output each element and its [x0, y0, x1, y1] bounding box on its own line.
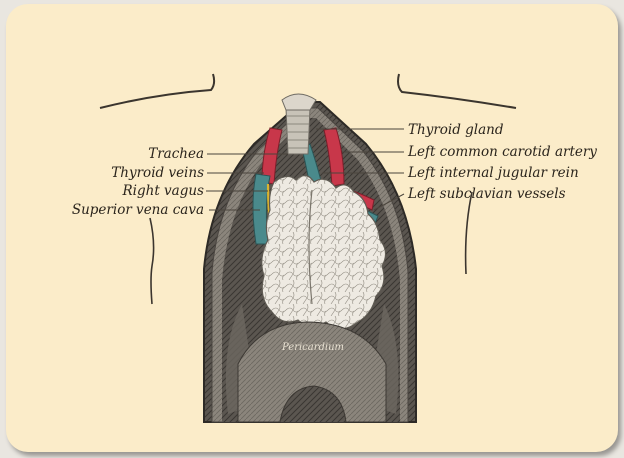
- label-trachea: Trachea: [148, 146, 204, 162]
- label-right-vagus: Right vagus: [123, 183, 204, 199]
- thymus-anatomy-illustration: [6, 4, 618, 452]
- trachea: [286, 108, 310, 154]
- right-arm-outline: [466, 192, 472, 274]
- label-left-common-carotid-artery: Left common carotid artery: [408, 144, 597, 160]
- left-shoulder-outline: [100, 74, 214, 108]
- illustration-card: Trachea Thyroid veins Right vagus Superi…: [6, 4, 618, 452]
- right-shoulder-outline: [398, 74, 516, 108]
- label-thyroid-gland: Thyroid gland: [408, 122, 504, 138]
- left-arm-outline: [150, 218, 154, 304]
- thyroid-gland: [282, 94, 316, 110]
- label-left-subclavian-vessels: Left subclavian vessels: [408, 186, 566, 202]
- label-thyroid-veins: Thyroid veins: [111, 165, 204, 181]
- label-left-internal-jugular-rein: Left internal jugular rein: [408, 165, 579, 181]
- label-superior-vena-cava: Superior vena cava: [72, 202, 204, 218]
- label-pericardium: Pericardium: [282, 342, 344, 353]
